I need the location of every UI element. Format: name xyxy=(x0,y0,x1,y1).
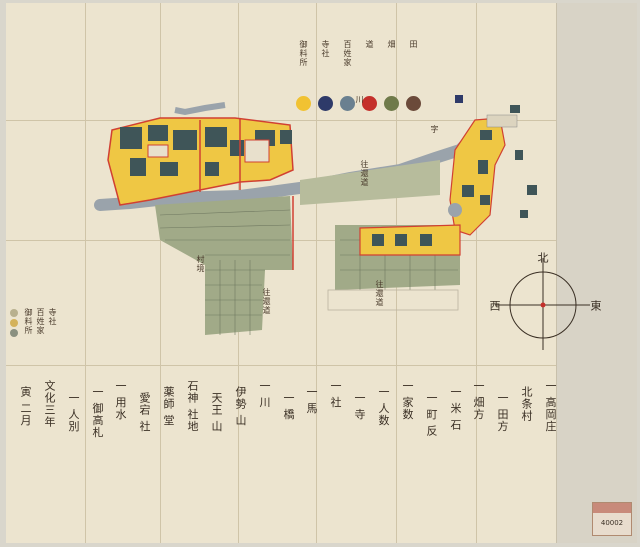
building xyxy=(205,127,227,147)
compass-east: 東 xyxy=(589,300,602,312)
road-label: 往還道 xyxy=(360,160,369,187)
building xyxy=(120,127,142,149)
legend-swatch xyxy=(10,329,18,337)
text-column: 一 家数 xyxy=(401,380,414,421)
legend-label: 百姓家 xyxy=(343,40,352,67)
text-column: 石神 社地 xyxy=(186,380,199,433)
building xyxy=(478,160,488,174)
compass-north: 北 xyxy=(536,252,549,264)
building xyxy=(130,158,146,176)
text-column: 一 米 石 xyxy=(449,386,462,431)
field-label: 川 xyxy=(355,95,364,104)
field-label: 字 xyxy=(430,125,439,134)
mount-tab xyxy=(556,3,637,543)
fold-line xyxy=(85,3,86,543)
building xyxy=(148,125,168,141)
building xyxy=(173,130,197,150)
text-column: 一 畑方 xyxy=(472,380,485,421)
text-column: 薬師 堂 xyxy=(162,386,175,427)
pond xyxy=(448,203,462,217)
building xyxy=(230,140,244,156)
margin-note: 百姓家 xyxy=(36,308,45,335)
text-column: 一 川 xyxy=(258,380,271,409)
building xyxy=(455,95,463,103)
margin-note: 御料所 xyxy=(24,308,33,335)
text-column: 一 人数 xyxy=(377,386,390,427)
building xyxy=(420,234,432,246)
building xyxy=(395,234,407,246)
text-column: 一 町 反 xyxy=(425,392,438,437)
text-column: 一 寺 xyxy=(353,392,366,421)
field-area xyxy=(155,196,293,335)
legend-dot xyxy=(406,96,421,111)
field-label: 村境 xyxy=(196,255,205,273)
field-area xyxy=(300,160,440,205)
legend-label: 御料所 xyxy=(299,40,308,67)
legend-label: 道 xyxy=(365,40,374,49)
text-column: 一 馬 xyxy=(305,386,318,415)
building xyxy=(205,162,219,176)
text-column: 一 高岡庄 xyxy=(544,380,557,433)
legend-dot xyxy=(384,96,399,111)
legend-label: 寺社 xyxy=(321,40,330,58)
legend-swatch xyxy=(10,319,18,327)
building xyxy=(160,162,178,176)
legend-label: 畑 xyxy=(387,40,396,49)
fold-line xyxy=(160,3,161,543)
text-column: 一 人別 xyxy=(67,392,80,433)
boundary-line xyxy=(327,289,459,311)
stamp-band xyxy=(593,503,631,513)
building xyxy=(480,195,490,205)
building xyxy=(527,185,537,195)
legend-dot xyxy=(318,96,333,111)
legend-dot xyxy=(362,96,377,111)
building xyxy=(480,130,492,140)
fold-line xyxy=(6,120,556,121)
text-column: 伊勢 山 xyxy=(234,386,247,427)
building xyxy=(515,150,523,160)
legend-dot xyxy=(340,96,355,111)
text-column: 北条村 xyxy=(520,386,533,422)
building xyxy=(372,234,384,246)
archive-stamp: 40002 xyxy=(592,502,632,536)
building xyxy=(510,105,520,113)
fold-line xyxy=(6,365,556,366)
paper-sheet xyxy=(6,3,556,543)
building xyxy=(280,130,292,144)
building xyxy=(520,210,528,218)
legend-swatch xyxy=(10,309,18,317)
shrine-building xyxy=(147,144,169,158)
margin-note: 寺社 xyxy=(48,308,57,326)
stamp-number: 40002 xyxy=(600,519,624,527)
text-column: 愛宕 社 xyxy=(138,392,151,433)
legend-label: 田 xyxy=(409,40,418,49)
village-area xyxy=(359,224,461,256)
red-road xyxy=(199,118,241,192)
text-column: 一 田方 xyxy=(496,392,509,433)
river-band xyxy=(174,102,226,116)
shrine-building xyxy=(486,114,518,128)
text-column: 一 用水 xyxy=(114,380,127,421)
text-column: 天王 山 xyxy=(210,392,223,433)
compass xyxy=(495,258,590,350)
road-label: 往還道 xyxy=(375,280,384,307)
text-column: 文化三年 xyxy=(43,380,56,428)
fold-line xyxy=(316,3,317,543)
fold-line xyxy=(476,3,477,543)
text-column: 一 橋 xyxy=(282,392,295,421)
compass-west: 西 xyxy=(488,300,501,312)
village-area xyxy=(449,117,506,236)
shrine-building xyxy=(244,139,270,163)
text-column: 寅 二月 xyxy=(19,386,32,427)
building xyxy=(462,185,474,197)
text-column: 一 社 xyxy=(329,380,342,409)
text-column: 一 御高札 xyxy=(91,386,104,439)
road-label: 往還道 xyxy=(262,288,271,315)
legend-dot xyxy=(296,96,311,111)
